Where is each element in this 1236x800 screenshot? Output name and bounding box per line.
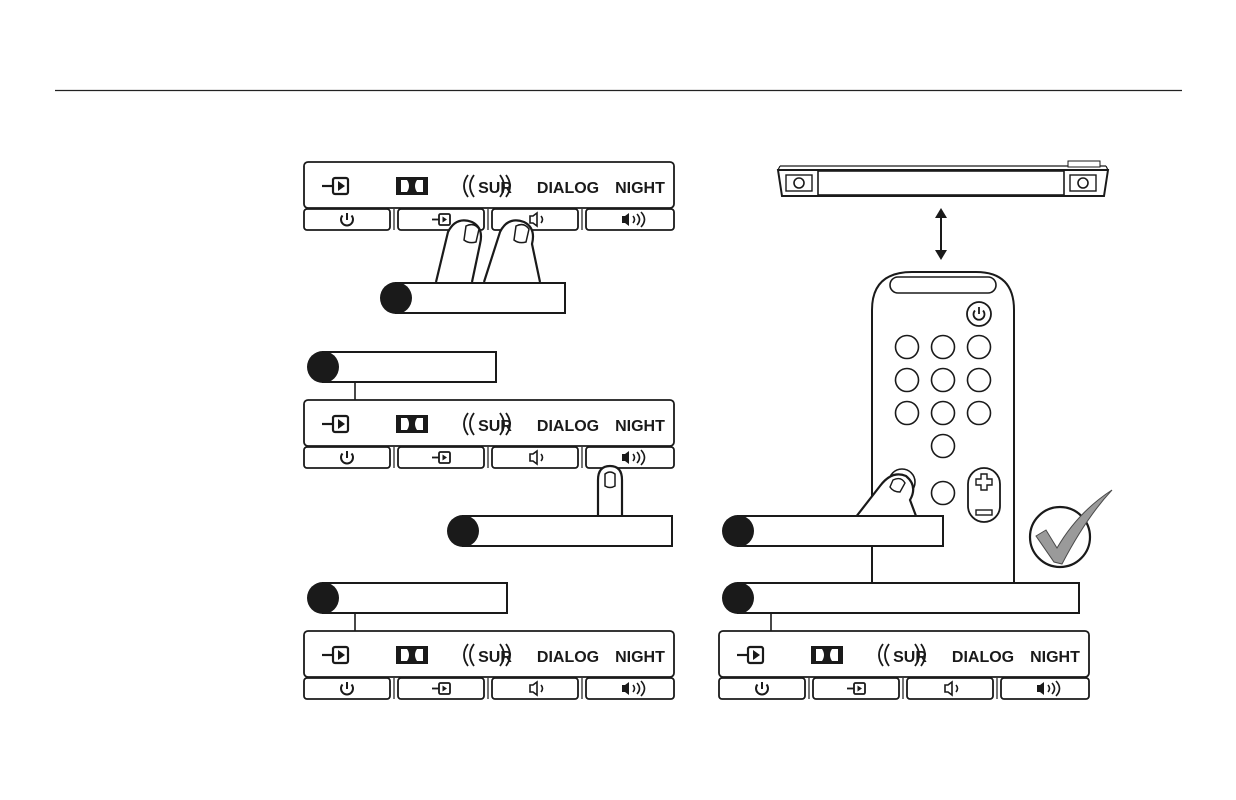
callout-step-5	[722, 515, 944, 547]
callout-step-4	[307, 582, 508, 659]
remote-control	[851, 271, 1015, 582]
hand-icon	[596, 464, 624, 520]
callout-step-2	[307, 351, 497, 427]
surround-label: SUR	[893, 649, 927, 666]
volume-plus-icon	[975, 473, 993, 491]
checkmark-icon	[1028, 489, 1113, 569]
night-indicator: NIGHT	[615, 180, 665, 197]
surround-label: SUR	[478, 418, 512, 435]
night-indicator: NIGHT	[615, 418, 665, 435]
power-icon	[966, 301, 992, 327]
dialog-indicator: DIALOG	[537, 649, 599, 666]
dialog-indicator: DIALOG	[952, 649, 1014, 666]
control-panel-1: SUR DIALOG NIGHT	[302, 160, 676, 232]
night-indicator: NIGHT	[1030, 649, 1080, 666]
double-arrow-icon	[935, 208, 947, 260]
surround-label: SUR	[478, 180, 512, 197]
control-panel-3: SUR DIALOG NIGHT	[302, 629, 676, 701]
volume-minus-icon	[975, 509, 993, 516]
night-indicator: NIGHT	[615, 649, 665, 666]
callout-step-3	[447, 515, 673, 547]
control-panel-2: SUR DIALOG NIGHT	[302, 398, 676, 470]
dialog-indicator: DIALOG	[537, 180, 599, 197]
callout-step-1	[380, 282, 566, 314]
control-panel-4: SUR DIALOG NIGHT	[717, 629, 1091, 701]
hand-icon	[851, 468, 918, 523]
callout-step-6	[722, 582, 1080, 659]
dialog-indicator: DIALOG	[537, 418, 599, 435]
surround-label: SUR	[478, 649, 512, 666]
hand-icon	[434, 219, 542, 283]
soundbar	[776, 160, 1110, 197]
